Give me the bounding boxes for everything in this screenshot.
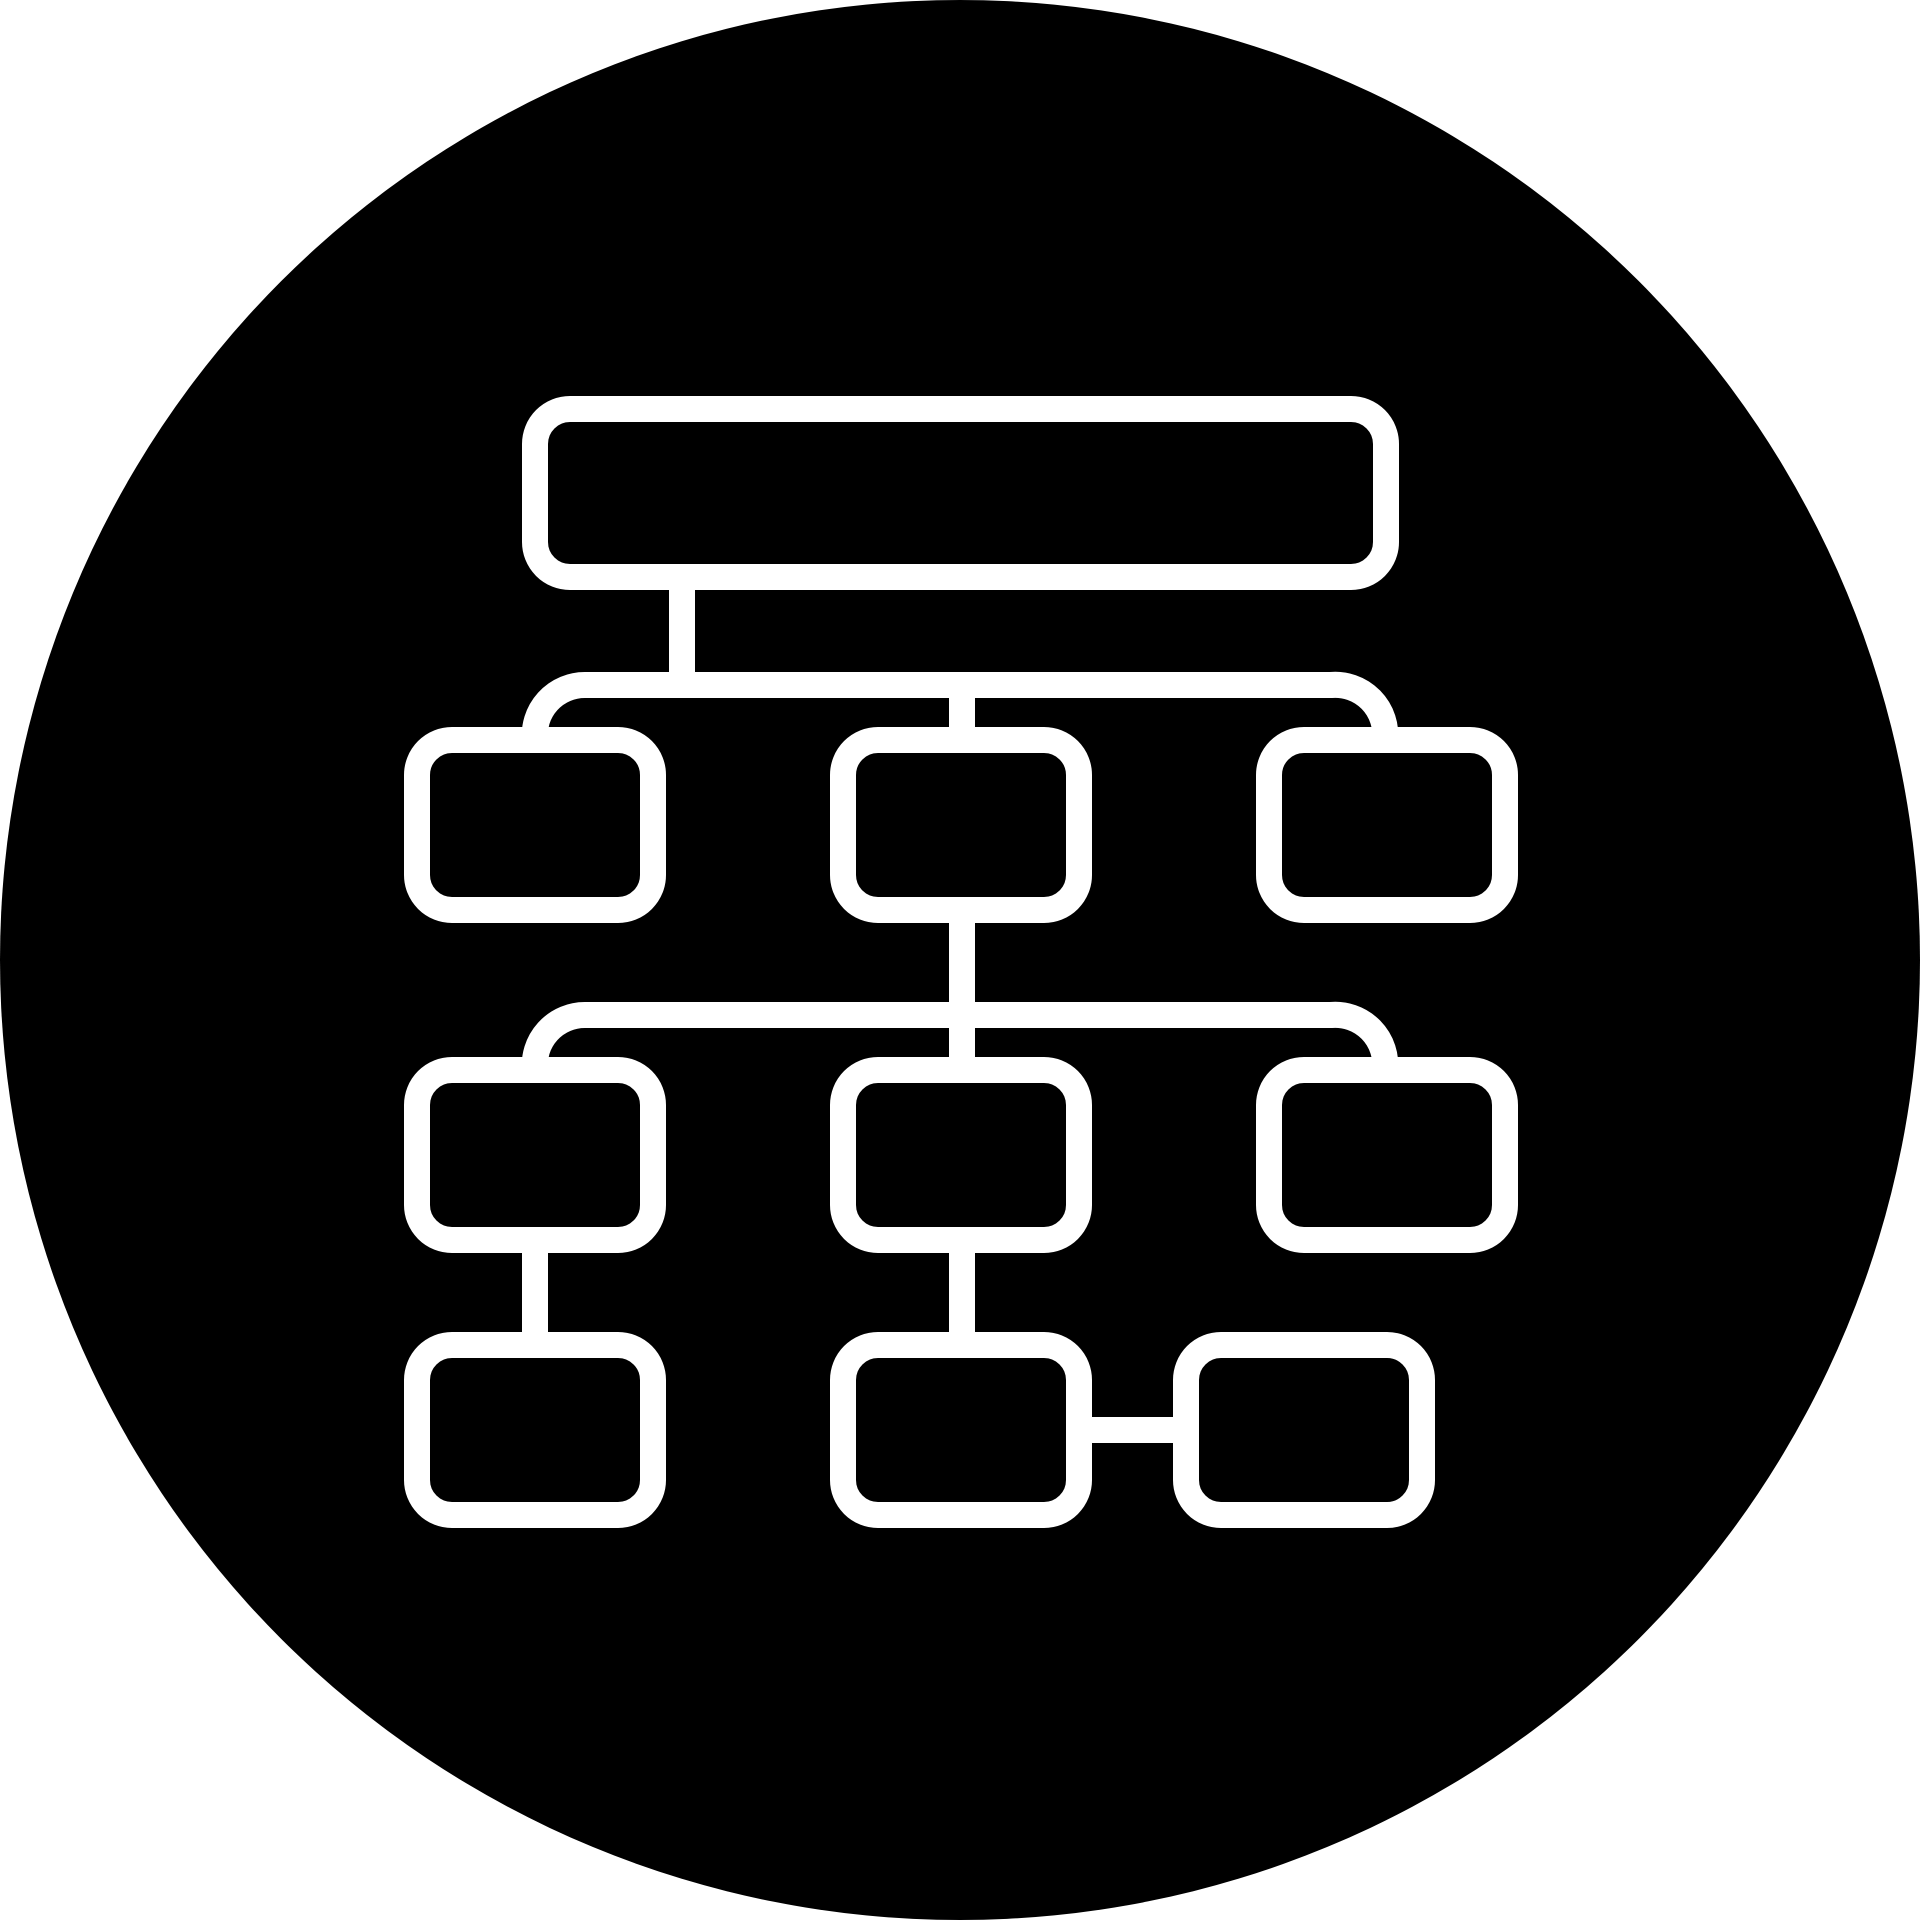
node-level1-right: [1256, 727, 1518, 923]
node-level1-center: [830, 727, 1092, 923]
node-level2-center: [830, 1057, 1092, 1253]
node-level2-right: [1256, 1057, 1518, 1253]
node-level2-left: [404, 1057, 666, 1253]
node-level3-right: [1173, 1332, 1435, 1528]
node-level3-center: [830, 1332, 1092, 1528]
node-level1-left: [404, 727, 666, 923]
connector-lines: [521, 577, 1399, 1443]
node-level3-left: [404, 1332, 666, 1528]
node-root: [522, 396, 1399, 590]
node-boxes: [404, 396, 1518, 1528]
